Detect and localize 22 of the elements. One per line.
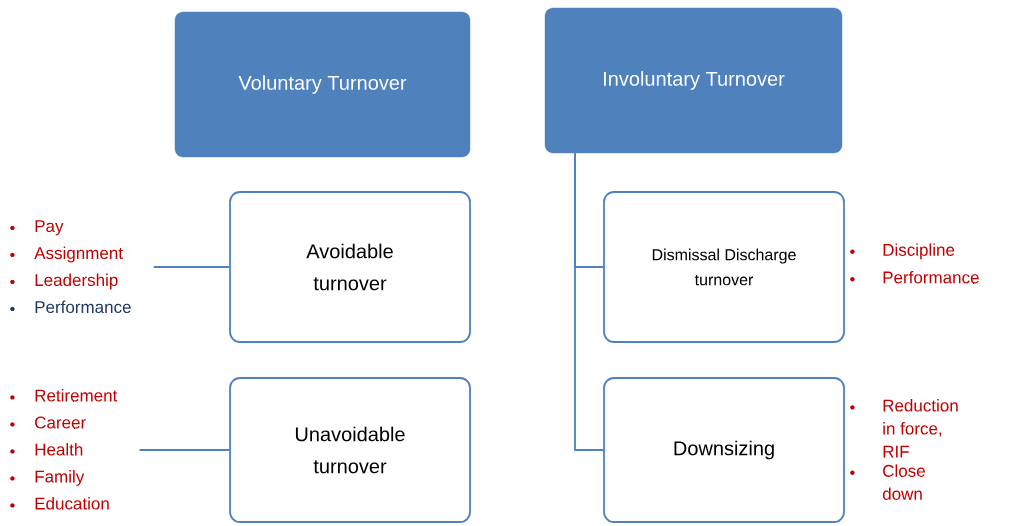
node-label: Pay [35,220,64,236]
node-label: Assignment [34,246,123,263]
category-box: Dismissal Discharge turnover [603,191,845,343]
bullet-list: Pay Assignment Leadership Performance [10,220,131,314]
bullet-list: Retirement Career Health Family Education [10,389,118,510]
title-box: Involuntary Turnover [544,7,843,154]
connector-line [152,266,230,268]
node-label: Career [35,416,86,429]
connector-line [138,449,230,451]
connector-line [574,152,604,451]
node-label: Leadership [35,273,118,290]
category-box: Avoidable turnover [229,191,471,343]
node-label: Family [35,470,85,486]
node-label: Performance [35,300,131,314]
node-label: Retirement [35,389,118,402]
node-label: Education [35,497,109,510]
node-label: Health [35,443,83,456]
category-box: Unavoidable turnover [229,377,471,523]
bullet-list: Reduction in force, RIF Close down [850,399,958,500]
bullet-list: Discipline Performance [850,243,979,284]
category-box: Downsizing [603,377,845,523]
title-box: Voluntary Turnover [174,11,471,158]
